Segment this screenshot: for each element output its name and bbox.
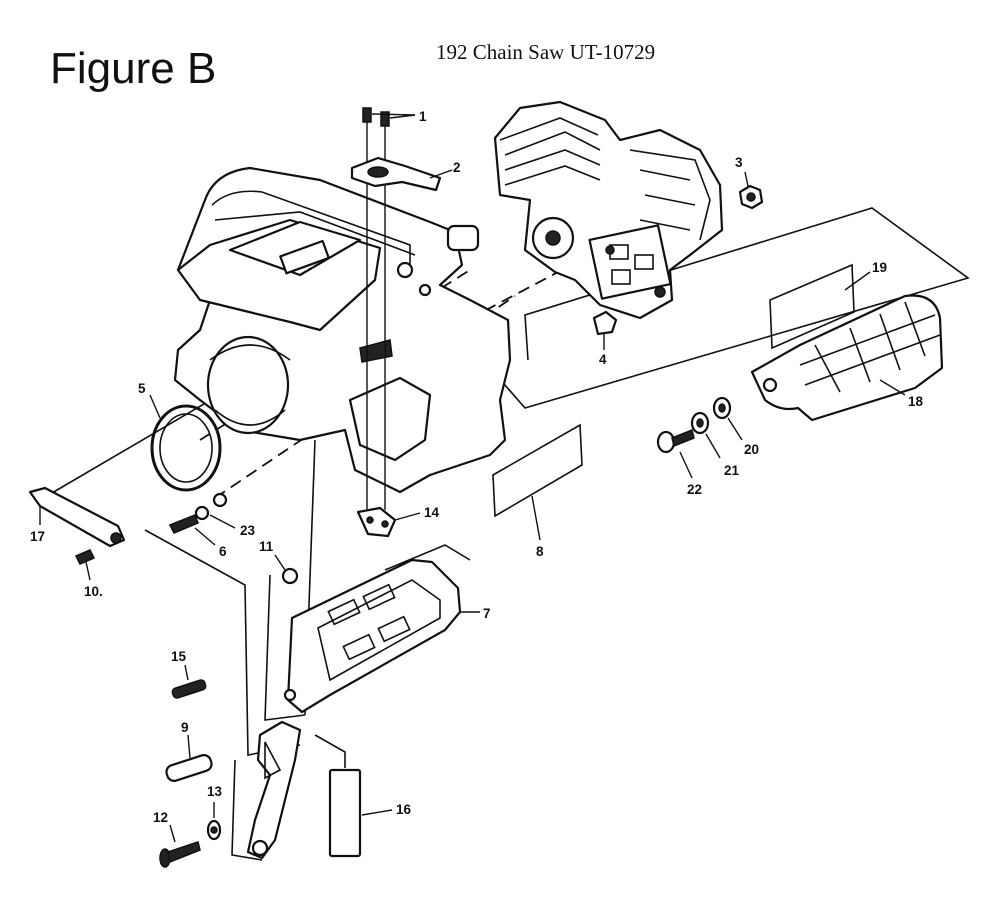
part-12-bolt: [159, 824, 201, 868]
callout-1: 1: [419, 109, 427, 124]
part-6-screw: [168, 514, 216, 546]
callout-3: 3: [735, 155, 743, 170]
callout-22: 22: [687, 482, 702, 497]
part-5-ring: [149, 394, 222, 492]
part-7-guard: [283, 558, 480, 714]
part-17-lever: [28, 486, 126, 548]
part-1-screws: [362, 107, 416, 510]
engine-block: [493, 100, 724, 320]
part-18-shield: [750, 294, 944, 422]
callout-21: 21: [724, 463, 740, 478]
part-11-stud: [274, 554, 299, 585]
callout-23: 23: [240, 523, 256, 538]
part-20-washer: [712, 396, 743, 441]
callout-2: 2: [453, 160, 461, 175]
part-15-pin: [171, 664, 207, 699]
callout-4: 4: [599, 352, 607, 367]
part-23-washer: [194, 492, 236, 529]
callout-8: 8: [536, 544, 544, 559]
callout-5: 5: [138, 381, 146, 396]
callout-16: 16: [396, 802, 412, 817]
callout-20: 20: [744, 442, 759, 457]
callout-6: 6: [219, 544, 227, 559]
callout-11: 11: [259, 539, 274, 554]
callout-10: 10.: [84, 584, 103, 599]
part-16-pad: [328, 768, 393, 858]
part-10-pin: [74, 549, 96, 581]
callout-17: 17: [30, 529, 45, 544]
part-2-plate: [350, 156, 453, 192]
callout-19: 19: [872, 260, 887, 275]
part-4-bolt: [592, 310, 618, 350]
part-14-bracket: [356, 506, 421, 538]
part-9-pin: [165, 734, 213, 782]
callout-7: 7: [483, 606, 491, 621]
part-8-label: [492, 423, 583, 541]
part-21-washer: [690, 411, 721, 459]
callout-12: 12: [153, 810, 168, 825]
callout-9: 9: [181, 720, 189, 735]
callout-14: 14: [424, 505, 440, 520]
callout-18: 18: [908, 394, 924, 409]
main-housing: [173, 166, 512, 494]
callout-labels: 1 2 3 4 5 6 7 8 9 10. 11 12 13 14 15 16 …: [30, 109, 924, 825]
part-13-washer: [206, 802, 222, 841]
callout-13: 13: [207, 784, 223, 799]
part-3-nut: [738, 171, 764, 210]
callout-15: 15: [171, 649, 187, 664]
diagram-title: 192 Chain Saw UT-10729: [436, 40, 656, 64]
part-19-label: [769, 263, 871, 350]
part-22-screw: [656, 428, 695, 479]
brake-lever: [246, 720, 302, 860]
figure-title: Figure B: [50, 44, 217, 93]
